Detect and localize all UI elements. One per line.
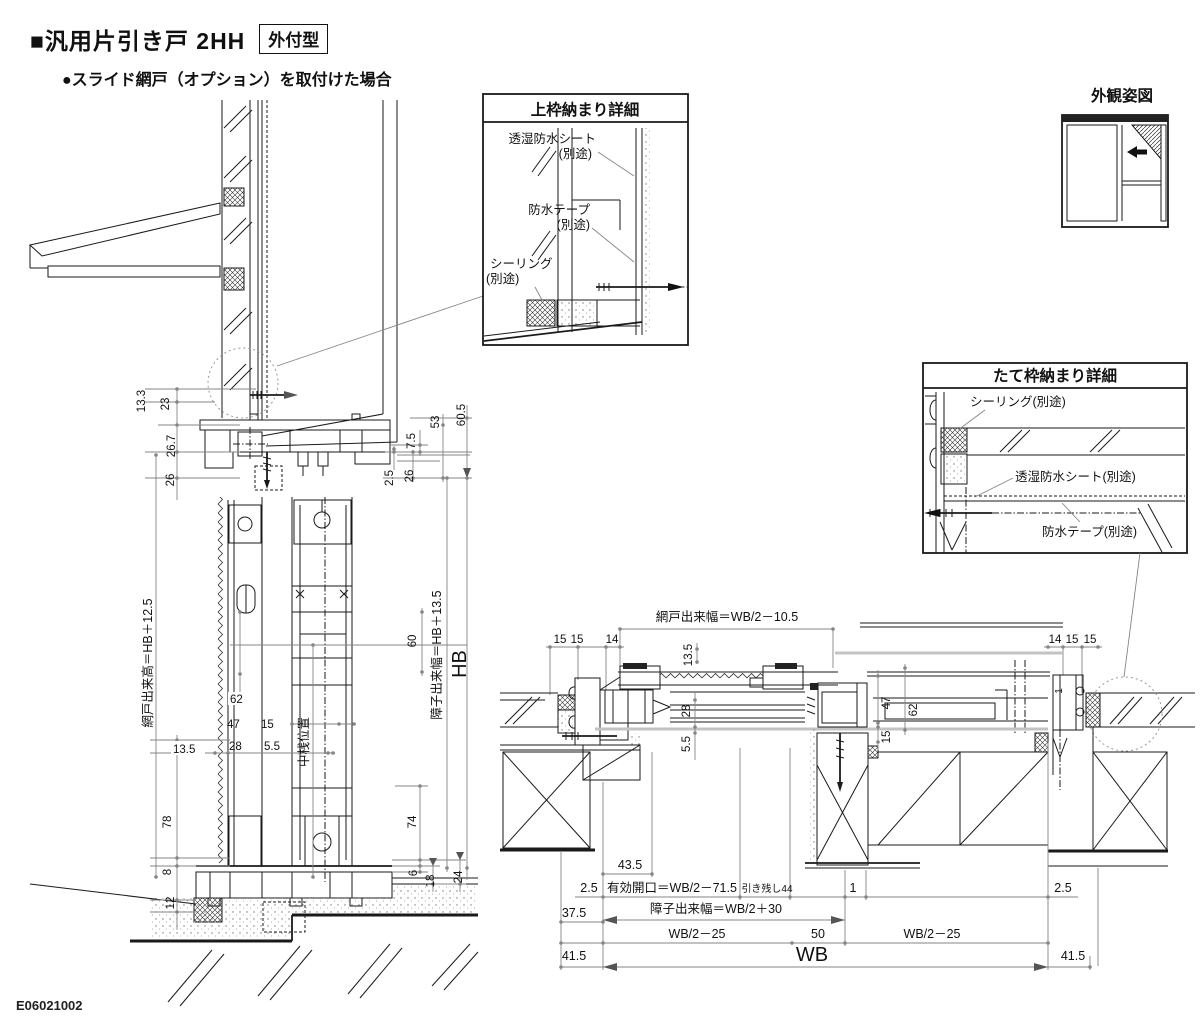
appearance-title: 外観姿図 [1091,86,1153,105]
dim-wbh-a: WB/2－25 [669,927,726,941]
dim-15: 15 [261,719,274,731]
dim-h15c: 15 [881,731,893,744]
appearance-figure: 外観姿図 [1061,86,1169,228]
dim-13-5a: 13.5 [173,744,195,756]
dim-78: 78 [162,816,174,829]
dim-h14a: 14 [606,634,619,646]
dim-h15d: 15 [1066,634,1079,646]
page-subtitle: ●スライド網戸（オプション）を取付けた場合 [62,72,392,89]
drawing-number: E06021002 [16,998,83,1013]
dim-43-5: 43.5 [618,858,642,872]
dim-47: 47 [227,719,240,731]
label-tape-2: (別途) [557,217,590,232]
dim-41-5b: 41.5 [1061,949,1085,963]
dim-h62: 62 [908,704,920,717]
dim-60-5: 60.5 [456,404,468,426]
dim-h47: 47 [881,697,893,710]
dim-28: 28 [229,741,242,753]
dim-h15a: 15 [554,634,567,646]
dim-hb: HB [449,650,471,678]
dim-26b: 26 [404,470,416,483]
dim-7-5: 7.5 [406,433,418,449]
dim-37-5: 37.5 [562,906,586,920]
dim-wb: WB [796,944,828,966]
dim-h28: 28 [681,705,693,718]
dim-shoji-width: 障子出来幅＝WB/2＋30 [650,901,782,916]
jamb-detail-title: たて枠納まり詳細 [993,366,1117,385]
dim-50: 50 [811,927,825,941]
dim-5-5: 5.5 [264,741,280,753]
jamb-detail: たて枠納まり詳細 シーリング(別途) [922,362,1188,678]
label-sheet-2: (別途) [559,146,592,161]
dim-wbh-b: WB/2－25 [904,927,961,941]
label-jamb-tape: 防水テープ(別途) [1042,524,1137,539]
upper-frame-detail: 上枠納まり詳細 透湿防水シート (別途) 防水テープ [482,93,689,346]
label-mid-rail: 中桟位置 [296,717,311,767]
dim-h13-5: 13.5 [683,644,695,666]
dim-h5-5: 5.5 [681,736,693,752]
dim-remain: 引き残し44 [741,882,793,895]
label-seal-1: シーリング [490,257,553,271]
dim-1b: 1 [850,881,857,895]
dim-6: 6 [408,870,420,876]
dim-8: 8 [162,869,174,875]
dim-26-7: 26.7 [166,435,178,457]
dim-13-3: 13.3 [136,390,148,412]
type-badge: 外付型 [259,24,329,54]
dim-74: 74 [407,815,419,828]
dim-60: 60 [407,635,419,648]
label-jamb-seal: シーリング(別途) [970,394,1066,409]
dim-53: 53 [430,416,442,429]
upper-detail-title: 上枠納まり詳細 [531,100,640,119]
dim-opening: 有効開口＝WB/2－71.5 [607,880,737,895]
dim-net-width: 網戸出来幅＝WB/2－10.5 [656,609,798,624]
label-tape-1: 防水テープ [528,202,590,217]
dim-23: 23 [160,398,172,411]
dim-2-5: 2.5 [384,470,396,486]
dim-41-5a: 41.5 [562,949,586,963]
dim-26a: 26 [165,474,177,487]
label-jamb-sheet: 透湿防水シート(別途) [1015,469,1136,484]
dim-h14b: 14 [1049,634,1062,646]
vertical-section [28,100,484,1007]
vertical-section-dimensions: 13.3 23 26.7 26 網戸出来高＝HB＋12.5 13.5 78 8 … [136,387,472,930]
dim-18: 18 [425,875,437,888]
dim-h15e: 15 [1084,634,1097,646]
dim-2-5b: 2.5 [1054,881,1071,895]
dim-12: 12 [165,897,177,910]
dim-shoji-height: 障子出来幅＝HB＋13.5 [429,590,444,719]
dim-net-height: 網戸出来高＝HB＋12.5 [140,598,155,727]
label-seal-2: (別途) [486,271,519,286]
sheet-header: ■汎用片引き戸 2HH 外付型 ●スライド網戸（オプション）を取付けた場合 [30,22,392,90]
page-title: ■汎用片引き戸 2HH [30,28,246,54]
dim-h1a: 1 [1054,688,1065,694]
dim-62: 62 [230,694,243,706]
dim-h15b: 15 [571,634,584,646]
horizontal-section: 網戸出来幅＝WB/2－10.5 15 15 14 14 15 15 13.5 [500,609,1195,971]
dim-2-5a: 2.5 [580,881,597,895]
label-sheet-1: 透湿防水シート [508,131,596,146]
dim-24: 24 [453,870,465,883]
